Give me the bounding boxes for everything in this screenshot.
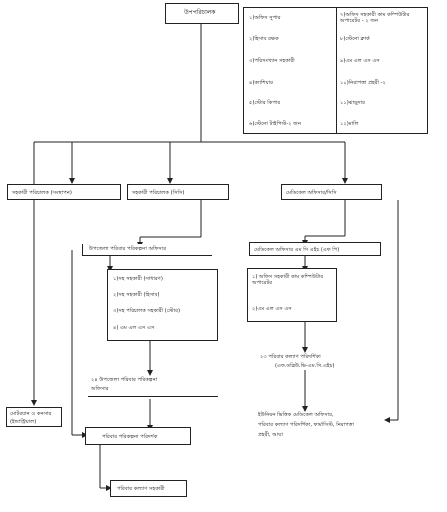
staff-table: ১)অফিস সুপার ২)হিসাব রক্ষক ৩)পরিসংখ্যান … [243, 7, 428, 134]
upazila-staff-item: ১)সহ সহকারী (সাধারণ) [113, 276, 163, 282]
upazila-fp-officer-underline [88, 396, 218, 397]
assistant-director-establishment-label: সহকারী পরিচালক (সংস্থাপন) [12, 190, 72, 196]
staff-item: ১২)মালি [340, 121, 359, 127]
upazila-fp-officer-line1: ২৪ উপজেলা পরিবার পরিকল্পনা [91, 377, 158, 383]
staff-item: ৯)এম এল এস এস [340, 58, 380, 64]
union-label-line3: প্রহরী, আয়া [258, 432, 283, 438]
mcwc-staff-item: ২)এম এল এস এস [252, 306, 292, 312]
motor-vehicle-box: মোটরযান ও কনসার (ইন্ডাস্ট্রিয়াল) [6, 407, 62, 427]
deputy-director-title: উপপরিচালক [184, 9, 216, 16]
upazila-fp-officer-line2: অফিসার [91, 386, 109, 392]
upazila-officer-box: উপজেলা পরিবার পরিকল্পনা অফিসার [82, 244, 212, 256]
mcwc-staff-item-multiline: ১) অফিস সহকারী কাম কম্পিউটার অপারেটর [252, 274, 324, 286]
staff-item: ১০)নিরাপত্তা প্রহরী -২ [340, 80, 386, 86]
deputy-director-box: উপপরিচালক [165, 3, 239, 24]
staff-item-multiline: ৭)অফিস সহকারী কাম কম্পিউটার অপারেটর - ২ … [340, 12, 410, 24]
union-label-line2: পরিবার কল্যাণ পরিদর্শিকা, ফার্মাসিস্ট, ন… [258, 422, 354, 428]
staff-item: ৬)স্টেনো টাইপিস্ট-২ জন [249, 121, 301, 127]
mcwc-officer-box: মেডিকেল অফিসার এম সি এইচ (এফ পি) [249, 242, 381, 256]
fw-assistant-box: পরিবার কল্যাণ সহকারী [110, 480, 187, 497]
medical-officer-cc-box: মেডিকেল অফিসার/সিসি [281, 184, 382, 200]
medical-officer-cc-label: মেডিকেল অফিসার/সিসি [286, 190, 337, 196]
staff-item: ৮)স্টেনো ক্লার্ক [340, 36, 370, 42]
staff-table-divider [336, 8, 337, 133]
staff-item: ২)হিসাব রক্ষক [249, 36, 279, 42]
assistant-director-cc-box: সহকারী পরিচালক (সিসি) [127, 184, 229, 200]
staff-item: ৩)পরিসংখ্যান সহকারী [249, 58, 295, 64]
upazila-officer-title: উপজেলা পরিবার পরিকল্পনা অফিসার [89, 246, 167, 252]
fwv-label-line2: (এফ.ডব্লিউ.ভি-এম.সি.এইচ) [275, 363, 335, 369]
staff-item: ৪)ক্যাশিয়ার [249, 80, 273, 86]
union-label-line1: ইউনিয়ন ভিত্তিক মেডিকেল অফিসার, [258, 412, 334, 418]
staff-item: ১১)ঝাড়ুদার [340, 100, 365, 106]
mcwc-staff-box: ১) অফিস সহকারী কাম কম্পিউটার অপারেটর ২)এ… [247, 268, 337, 322]
fwv-label-line1: ২৩ পরিবার কল্যাণ পরিদর্শিকা [260, 354, 321, 360]
fp-inspector-box: পরিবার পরিকল্পনা পরিদর্শক [85, 427, 191, 445]
assistant-director-cc-label: সহকারী পরিচালক (সিসি) [132, 190, 185, 196]
staff-item: ১)অফিস সুপার [249, 15, 281, 21]
upazila-staff-box: ১)সহ সহকারী (সাধারণ) ২)সহ সহকারী (হিসাব)… [107, 269, 218, 341]
mcwc-officer-title: মেডিকেল অফিসার এম সি এইচ (এফ পি) [254, 247, 340, 253]
staff-item: ৫)স্টোর কিপার [249, 100, 281, 106]
upazila-staff-item: ৩)সহ পরিচালক সহকারী (স্টোর) [113, 308, 180, 314]
upazila-staff-item: ২)সহ সহকারী (হিসাব) [113, 292, 160, 298]
motor-vehicle-line2: (ইন্ডাস্ট্রিয়াল) [10, 419, 37, 425]
fp-inspector-label: পরিবার পরিকল্পনা পরিদর্শক [102, 434, 158, 440]
upazila-staff-item: ৪) এম এল এস এস [113, 325, 155, 331]
motor-vehicle-line1: মোটরযান ও কনসার [10, 411, 52, 417]
assistant-director-establishment-box: সহকারী পরিচালক (সংস্থাপন) [7, 184, 121, 200]
fw-assistant-label: পরিবার কল্যাণ সহকারী [117, 486, 165, 492]
